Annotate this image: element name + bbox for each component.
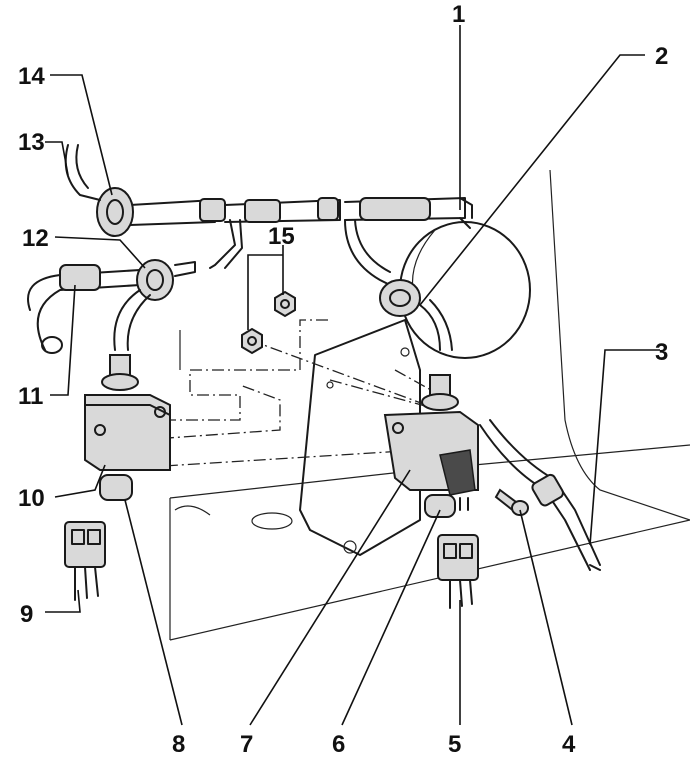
callout-12: 12 (22, 225, 49, 252)
connector (437, 534, 479, 609)
callout-10: 10 (18, 485, 45, 512)
connector (64, 521, 106, 601)
bolt (494, 488, 529, 516)
vacuum-line (129, 197, 473, 226)
callout-8: 8 (172, 731, 185, 758)
callout-14: 14 (18, 63, 45, 90)
hose (64, 144, 101, 201)
solenoid-valve (383, 374, 479, 518)
vacuum-reservoir (399, 217, 531, 359)
callout-7: 7 (240, 731, 253, 758)
grommet (96, 187, 134, 237)
callout-5: 5 (448, 731, 461, 758)
bracket-plate (299, 319, 421, 556)
callout-11: 11 (18, 383, 43, 410)
callout-9: 9 (20, 601, 33, 628)
callout-3: 3 (655, 339, 668, 366)
callout-6: 6 (332, 731, 345, 758)
hose (479, 419, 601, 571)
leader-lines (45, 25, 660, 726)
callout-4: 4 (562, 731, 576, 758)
callout-1: 1 (452, 1, 465, 28)
reservoir-hose (344, 219, 453, 351)
callout-15: 15 (268, 223, 295, 250)
callout-13: 13 (18, 129, 45, 156)
callout-2: 2 (655, 43, 668, 70)
callout-labels: 1 2 3 4 5 6 7 8 9 10 11 12 13 14 15 (18, 1, 668, 758)
solenoid-valve (84, 354, 171, 501)
tee-branch (209, 219, 243, 269)
nut (241, 290, 296, 355)
hose-assembly (27, 259, 196, 354)
